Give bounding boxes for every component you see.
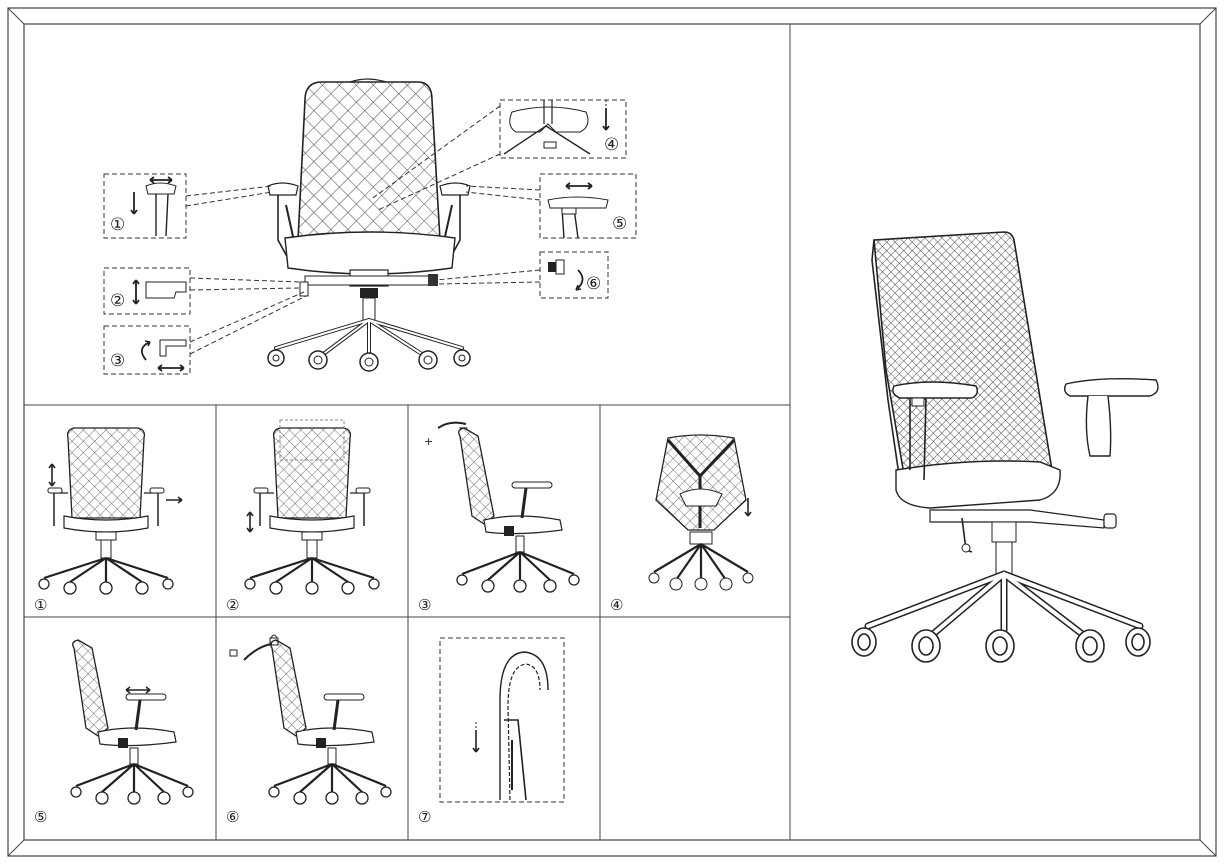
panel-3-illustration [437, 421, 581, 594]
panel-label-1: ① [34, 596, 48, 614]
callout-box-1 [103, 173, 187, 239]
panel-label-5: ⑤ [34, 808, 48, 826]
panel-4-illustration [648, 434, 754, 591]
sheet-frame [7, 7, 1217, 857]
panel-5-illustration [69, 638, 195, 806]
panel-2-illustration [243, 419, 381, 596]
callout-label-1: ① [110, 215, 126, 235]
panel-1-illustration [37, 426, 183, 596]
callout-label-5: ⑤ [612, 214, 628, 234]
minus-sign: − [458, 421, 469, 436]
callout-leaders [185, 105, 541, 355]
callout-box-2 [103, 267, 191, 315]
panel-6-illustration [229, 634, 393, 806]
panel-label-7: ⑦ [418, 808, 432, 826]
panel-label-2: ② [226, 596, 240, 614]
callout-box-3 [103, 325, 191, 375]
plus-sign: + [424, 435, 434, 448]
panel-label-6: ⑥ [226, 808, 240, 826]
callout-box-4 [499, 99, 627, 159]
panel-grid [24, 24, 791, 840]
panel-label-3: ③ [418, 596, 432, 614]
callout-label-2: ② [110, 291, 126, 311]
callout-box-6 [539, 251, 609, 299]
panel-label-4: ④ [610, 596, 624, 614]
callout-label-4: ④ [604, 135, 620, 155]
overview-chair [267, 78, 471, 372]
panel-7-illustration [439, 637, 565, 803]
callout-box-5 [539, 173, 637, 239]
callout-label-3: ③ [110, 351, 126, 371]
hero-chair [851, 231, 1159, 663]
callout-label-6: ⑥ [586, 274, 602, 294]
